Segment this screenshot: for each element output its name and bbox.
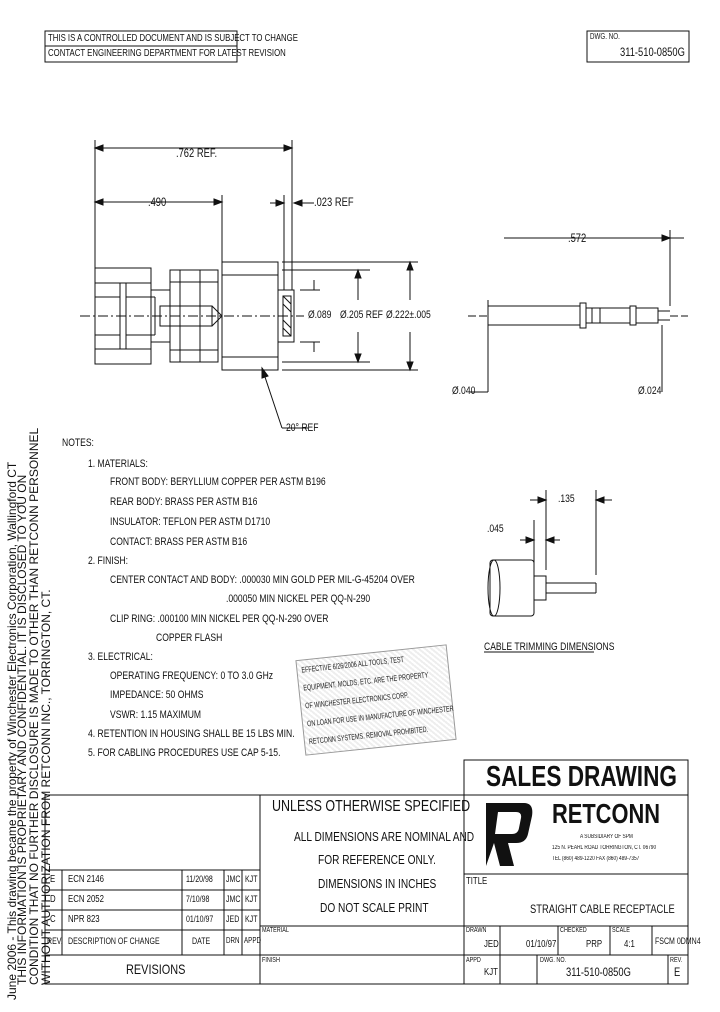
note-2: 2. FINISH:: [88, 555, 129, 567]
company-sub-1: A SUBSIDIARY OF SPM: [580, 834, 633, 840]
retconn-logo-mark: [486, 803, 533, 866]
col-desc-header: DESCRIPTION OF CHANGE: [68, 936, 160, 946]
title-label: TITLE: [466, 876, 488, 887]
dim-angle: 20° REF: [286, 422, 319, 434]
col-date-header: DATE: [192, 936, 211, 946]
dim-d2: Ø.205 REF: [340, 309, 383, 321]
col-rev-header: REV.: [47, 936, 63, 946]
note-1: 1. MATERIALS:: [88, 458, 148, 470]
sales-drawing-heading: SALES DRAWING: [486, 761, 678, 793]
note-1a: FRONT BODY: BERYLLIUM COPPER PER ASTM B1…: [110, 476, 326, 488]
note-1d: CONTACT: BRASS PER ASTM B16: [110, 536, 248, 548]
stamp-line-2: EQUIPMENT, MOLDS, ETC. ARE THE PROPERTY: [302, 670, 429, 693]
note-3c: VSWR: 1.15 MAXIMUM: [110, 709, 202, 721]
drawing-title: STRAIGHT CABLE RECEPTACLE: [530, 902, 675, 916]
note-2d: COPPER FLASH: [156, 632, 223, 644]
company-sub-3: TEL (860) 489-1220 FAX (860) 489-7357: [552, 856, 640, 862]
note-3b: IMPEDANCE: 50 OHMS: [110, 689, 204, 701]
rev-cell: E: [50, 874, 56, 885]
unless-line-3: DIMENSIONS IN INCHES: [318, 876, 437, 891]
dim-d3: Ø.222±.005: [386, 309, 431, 321]
desc-cell: ECN 2146: [68, 874, 104, 885]
cable-trim-label: CABLE TRIMMING DIMENSIONS: [484, 641, 615, 653]
checked-by: PRP: [586, 939, 603, 950]
dim-pin-d1: Ø.040: [452, 385, 476, 397]
appd-cell: KJT: [245, 894, 258, 904]
notice-line-1: THIS IS A CONTROLLED DOCUMENT AND IS SUB…: [48, 33, 298, 44]
unless-line-4: DO NOT SCALE PRINT: [320, 900, 429, 915]
scale-value: 4:1: [624, 939, 635, 950]
note-3a: OPERATING FREQUENCY: 0 TO 3.0 GHz: [110, 670, 274, 682]
finish-label: FINISH: [262, 957, 280, 964]
dwg-no-box: [586, 30, 690, 63]
appd-cell: KJT: [245, 914, 258, 924]
revisions-label: REVISIONS: [126, 961, 186, 977]
unless-line-1: ALL DIMENSIONS ARE NOMINAL AND: [294, 829, 475, 844]
company-sub-2: 125 N. PEARL ROAD TORRINGTON, CT. 06790: [552, 845, 657, 851]
appd-by: KJT: [484, 967, 498, 978]
drn-cell: JMC: [226, 894, 241, 904]
note-3: 3. ELECTRICAL:: [88, 651, 153, 663]
appd-cell: KJT: [245, 874, 258, 884]
note-2a: CENTER CONTACT AND BODY: .000030 MIN GOL…: [110, 574, 415, 586]
stamp-line-3: OF WINCHESTER ELECTRONICS CORP.: [304, 690, 410, 711]
fscm: FSCM 0DMN4: [655, 936, 701, 946]
note-5: 5. FOR CABLING PROCEDURES USE CAP 5-15.: [88, 747, 281, 759]
col-appd-header: APPD: [244, 936, 262, 945]
stamp-line-5: RETCONN SYSTEMS. REMOVAL PROHIBITED.: [308, 724, 429, 747]
dim-pin-d2: Ø.024: [638, 385, 662, 397]
note-4: 4. RETENTION IN HOUSING SHALL BE 15 LBS …: [88, 728, 295, 740]
note-1c: INSULATOR: TEFLON PER ASTM D1710: [110, 516, 271, 528]
dim-overall: .762 REF.: [176, 146, 218, 160]
drawn-by: JED: [484, 939, 499, 950]
desc-cell: ECN 2052: [68, 894, 104, 905]
notes-title: NOTES:: [62, 437, 94, 449]
drawn-label: DRAWN: [466, 927, 487, 934]
drn-cell: JED: [226, 914, 240, 924]
notice-line-2: CONTACT ENGINEERING DEPARTMENT FOR LATES…: [48, 48, 286, 59]
dim-pin-length: .572: [568, 231, 587, 245]
rev-label-block: REV.: [670, 957, 683, 964]
side-notice-line-3: WITHOUT AUTHORIZATION FROM RETCONN INC.,…: [39, 589, 53, 985]
stamp-line-1: EFFECTIVE 6/26/2006 ALL TOOLS, TEST: [300, 654, 405, 675]
rev-cell: C: [50, 914, 56, 925]
company-name: RETCONN: [552, 798, 660, 829]
cable-trim-view: [487, 559, 597, 617]
contact-pin-view: [468, 302, 688, 329]
dim-trim-1: .045: [487, 523, 504, 535]
property-stamp: EFFECTIVE 6/26/2006 ALL TOOLS, TEST EQUI…: [295, 644, 457, 756]
drn-cell: JMC: [226, 874, 241, 884]
desc-cell: NPR 823: [68, 914, 100, 925]
dim-front: .490: [148, 195, 167, 209]
rev-cell: D: [50, 894, 56, 905]
note-1b: REAR BODY: BRASS PER ASTM B16: [110, 496, 258, 508]
date-cell: 7/10/98: [186, 894, 210, 904]
date-cell: 11/20/98: [186, 874, 213, 884]
material-label: MATERIAL: [262, 927, 289, 934]
unless-heading: UNLESS OTHERWISE SPECIFIED: [272, 798, 471, 815]
dwg-no-block: 311-510-0850G: [566, 965, 631, 979]
dwg-no-header: 311-510-0850G: [620, 45, 685, 59]
rev-value-block: E: [674, 965, 681, 979]
stamp-line-4: ON LOAN FOR USE IN MANUFACTURE OF WINCHE…: [306, 703, 454, 729]
date-cell: 01/10/97: [186, 914, 214, 924]
dwg-no-label-block: DWG. NO.: [540, 957, 567, 964]
col-drn-header: DRN: [226, 936, 240, 945]
dim-d1: Ø.089: [308, 309, 332, 321]
dim-trim-2: .135: [558, 493, 575, 505]
note-2c: CLIP RING: .000100 MIN NICKEL PER QQ-N-2…: [110, 613, 329, 625]
appd-label: APPD: [466, 957, 481, 964]
unless-line-2: FOR REFERENCE ONLY.: [318, 852, 436, 867]
note-2b: .000050 MIN NICKEL PER QQ-N-290: [226, 593, 371, 605]
checked-label: CHECKED: [560, 927, 587, 934]
dwg-no-label: DWG. NO.: [590, 32, 620, 41]
connector-side-view: [80, 261, 304, 371]
drawn-date: 01/10/97: [526, 939, 557, 950]
scale-label: SCALE: [612, 927, 630, 934]
dim-flange: .023 REF: [314, 195, 354, 209]
